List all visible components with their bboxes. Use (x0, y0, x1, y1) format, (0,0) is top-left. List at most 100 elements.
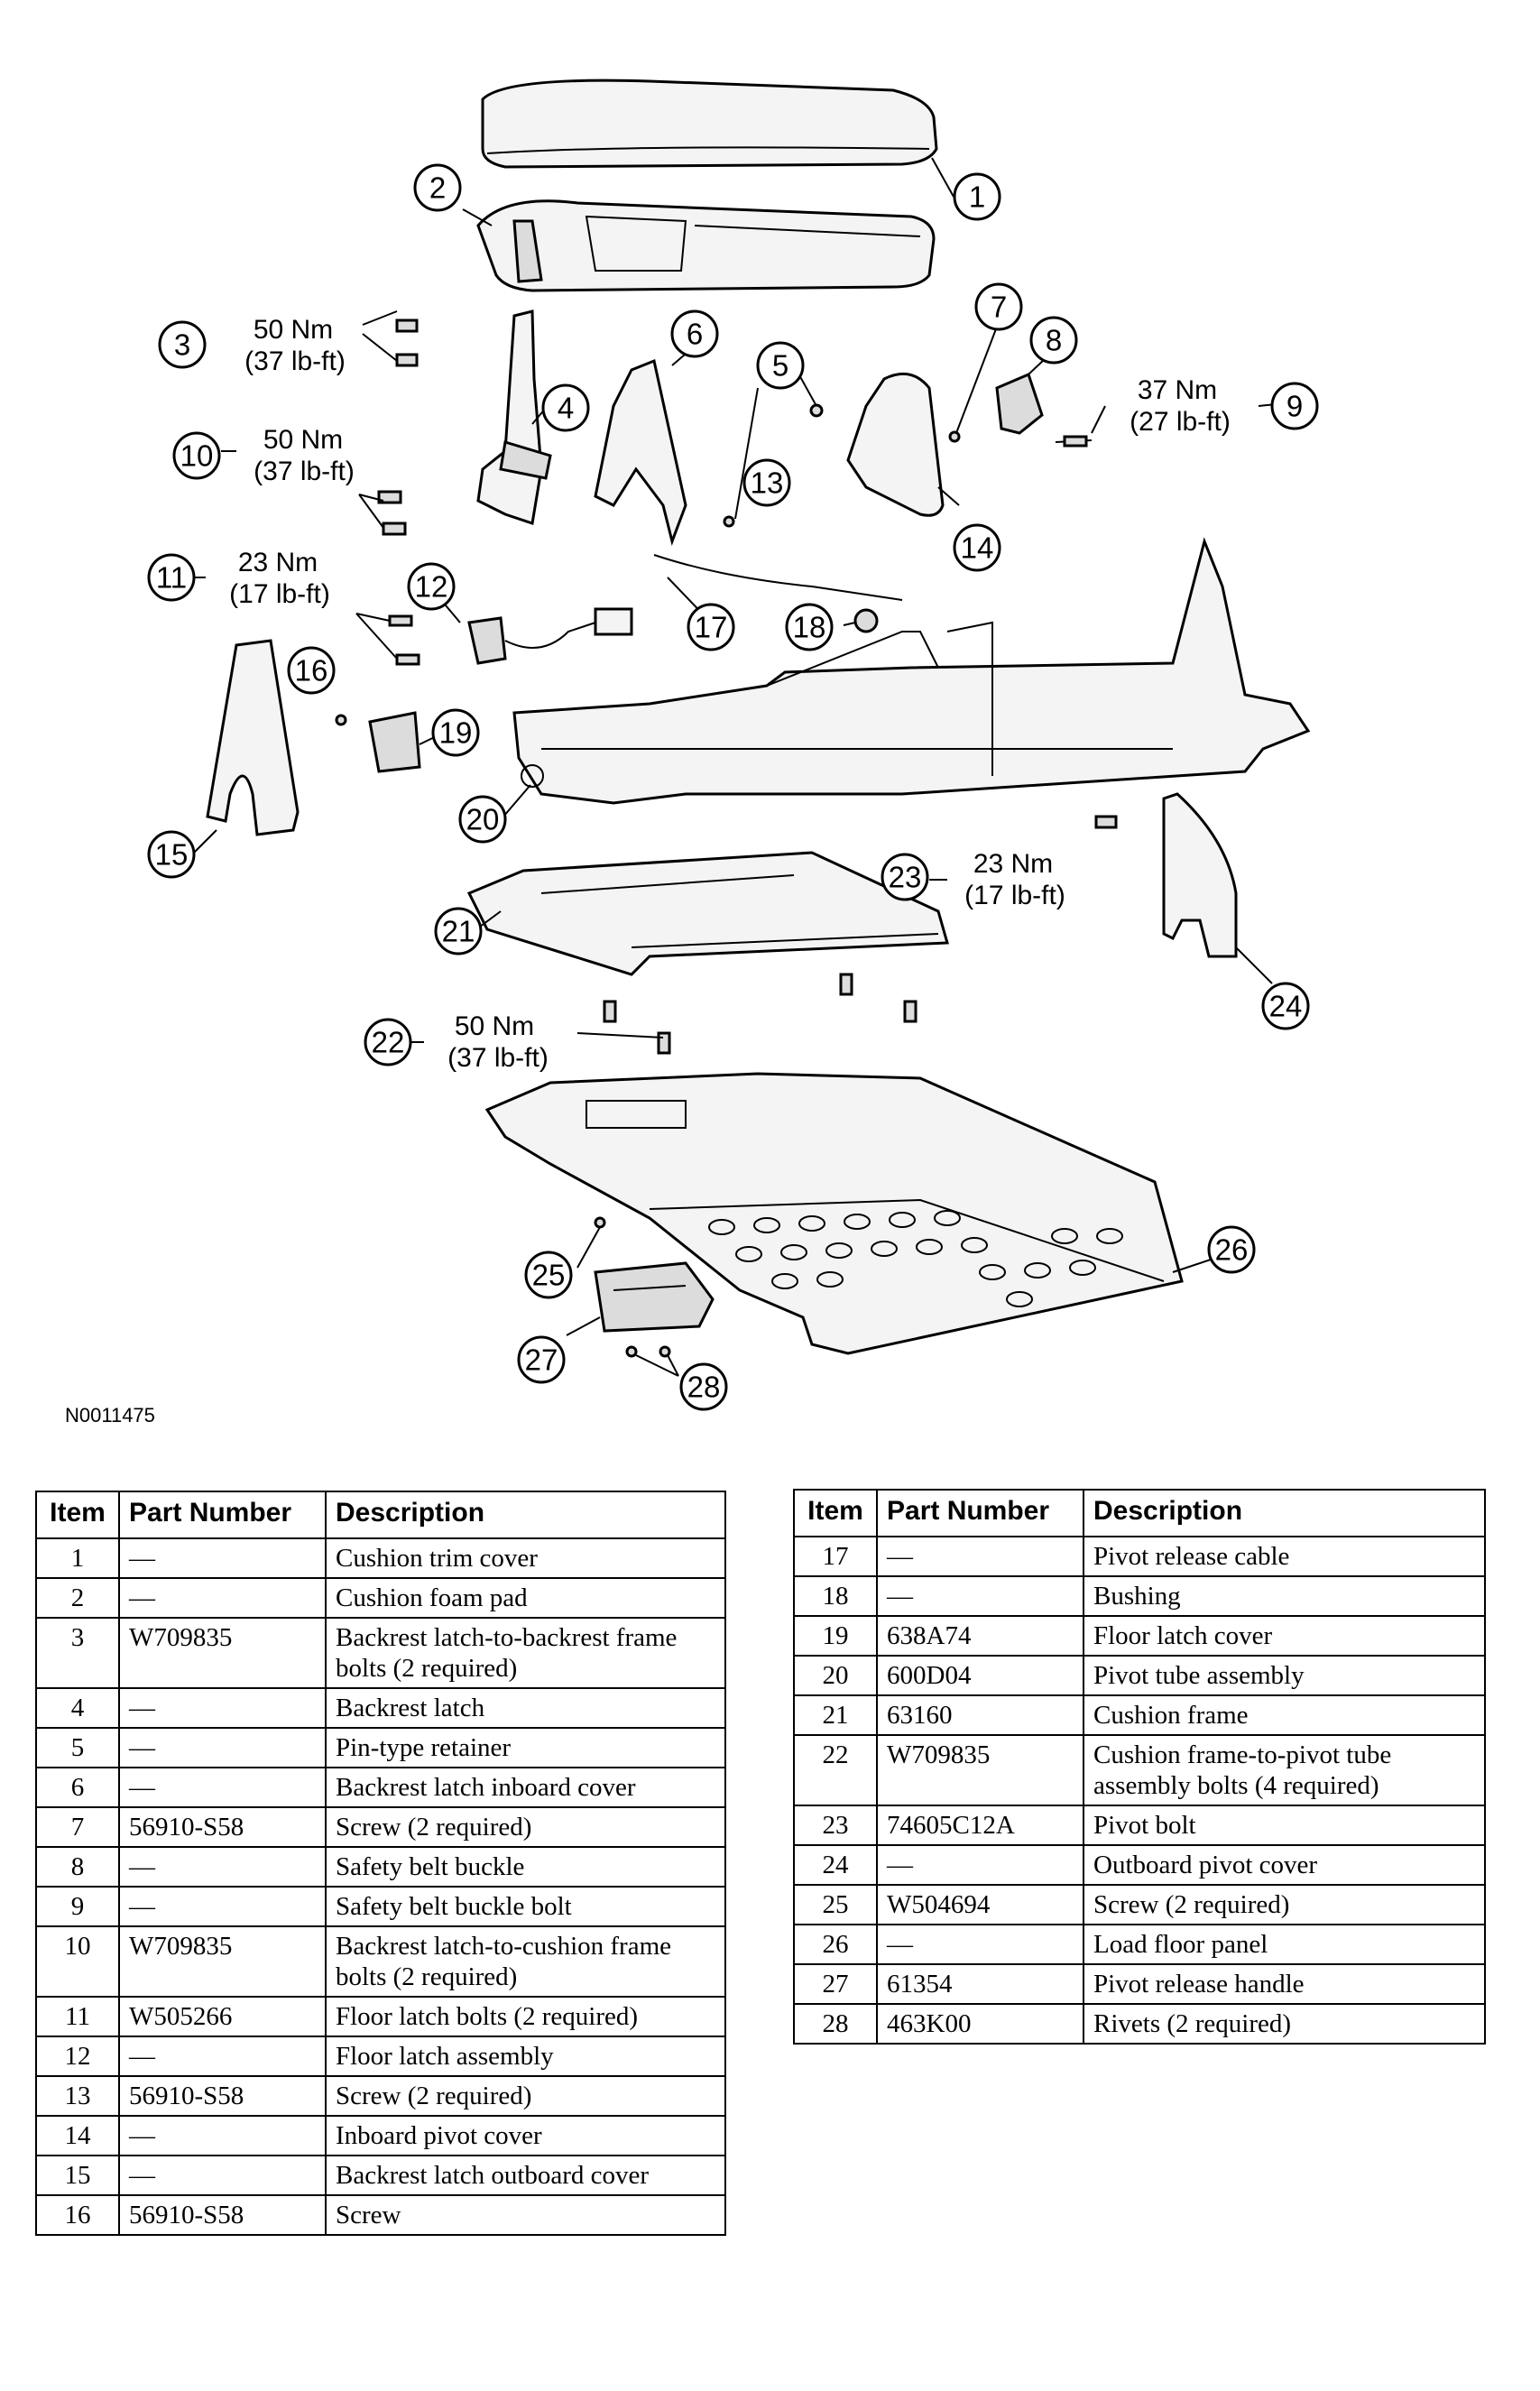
cell-description: Pivot release handle (1083, 1963, 1486, 2005)
cell-description: Pivot release cable (1083, 1536, 1486, 1577)
table-row: 18—Bushing (793, 1575, 1486, 1617)
cell-item: 20 (793, 1655, 878, 1696)
table-header-row: Item Part Number Description (35, 1491, 726, 1539)
cell-item: 12 (35, 2036, 120, 2077)
cell-part-number: 74605C12A (876, 1805, 1084, 1846)
cell-description: Cushion frame (1083, 1694, 1486, 1736)
callout-4: 4 (541, 383, 590, 432)
torque-spec-23: 23 Nm (17 lb-ft) (964, 849, 1065, 910)
cell-description: Cushion trim cover (325, 1537, 726, 1579)
cell-item: 11 (35, 1996, 120, 2037)
callout-23: 23 (881, 853, 929, 901)
cell-item: 2 (35, 1577, 120, 1619)
cell-item: 3 (35, 1617, 120, 1689)
cell-description: Backrest latch (325, 1687, 726, 1729)
cell-part-number: — (118, 1537, 327, 1579)
cell-part-number: — (118, 1767, 327, 1808)
cell-description: Safety belt buckle bolt (325, 1886, 726, 1927)
header-part-number: Part Number (118, 1491, 327, 1539)
svg-text:50 Nm: 50 Nm (455, 1011, 534, 1041)
cell-part-number: — (118, 1577, 327, 1619)
cell-item: 28 (793, 2003, 878, 2045)
figure-id: N0011475 (65, 1404, 155, 1426)
callout-3: 3 (158, 320, 207, 369)
svg-text:15: 15 (155, 838, 189, 872)
callout-12: 12 (407, 562, 456, 611)
cell-part-number: 56910-S58 (118, 1806, 327, 1848)
cell-description: Backrest latch-to-cushion frame bolts (2… (325, 1925, 726, 1998)
cell-part-number: W709835 (118, 1925, 327, 1998)
header-description: Description (325, 1491, 726, 1539)
callout-24: 24 (1261, 982, 1310, 1030)
svg-text:14: 14 (961, 531, 994, 565)
table-row: 5—Pin-type retainer (35, 1727, 726, 1768)
svg-text:8: 8 (1046, 324, 1062, 357)
cell-item: 6 (35, 1767, 120, 1808)
part-bushing (853, 608, 879, 633)
cell-description: Cushion frame-to-pivot tube assembly bol… (1083, 1734, 1486, 1806)
part-cushion-frame (466, 851, 949, 976)
cell-item: 26 (793, 1924, 878, 1965)
callout-28: 28 (679, 1362, 728, 1411)
cell-item: 17 (793, 1536, 878, 1577)
cell-part-number: W709835 (118, 1617, 327, 1689)
cell-description: Backrest latch inboard cover (325, 1767, 726, 1808)
cell-part-number: W709835 (876, 1734, 1084, 1806)
cell-part-number: — (118, 1687, 327, 1729)
cell-item: 13 (35, 2075, 120, 2117)
table-row: 9—Safety belt buckle bolt (35, 1886, 726, 1927)
cell-description: Inboard pivot cover (325, 2115, 726, 2156)
cell-part-number: 56910-S58 (118, 2075, 327, 2117)
svg-text:27: 27 (525, 1343, 558, 1377)
cell-description: Pin-type retainer (325, 1727, 726, 1768)
cell-item: 23 (793, 1805, 878, 1846)
callout-14: 14 (953, 523, 1001, 572)
table-row: 14—Inboard pivot cover (35, 2115, 726, 2156)
callout-26: 26 (1207, 1225, 1256, 1274)
cell-item: 16 (35, 2194, 120, 2236)
cell-description: Screw (2 required) (325, 1806, 726, 1848)
cell-part-number: W505266 (118, 1996, 327, 2037)
cell-description: Pivot bolt (1083, 1805, 1486, 1846)
cell-part-number: — (118, 2155, 327, 2196)
part-pivot-tube-assembly (512, 537, 1311, 805)
callout-10: 10 (172, 431, 221, 480)
svg-text:22: 22 (372, 1026, 405, 1059)
svg-text:50 Nm: 50 Nm (254, 315, 333, 345)
cell-part-number: — (118, 1886, 327, 1927)
part-floor-latch-assembly (467, 607, 633, 665)
cell-part-number: 63160 (876, 1694, 1084, 1736)
callout-1: 1 (953, 172, 1001, 221)
table-row: 6—Backrest latch inboard cover (35, 1767, 726, 1808)
cell-description: Cushion foam pad (325, 1577, 726, 1619)
part-outboard-pivot-cover (1162, 792, 1238, 958)
cell-description: Screw (2 required) (1083, 1884, 1486, 1925)
cell-part-number: — (876, 1575, 1084, 1617)
callout-21: 21 (434, 907, 483, 955)
part-cushion-foam-pad (476, 199, 936, 292)
callout-16: 16 (287, 646, 336, 695)
svg-text:(37 lb-ft): (37 lb-ft) (447, 1043, 549, 1073)
cell-part-number: — (876, 1844, 1084, 1886)
table-row: 17—Pivot release cable (793, 1536, 1486, 1577)
callout-19: 19 (431, 708, 480, 757)
svg-text:19: 19 (439, 716, 473, 750)
svg-text:7: 7 (991, 291, 1007, 324)
svg-text:(17 lb-ft): (17 lb-ft) (964, 881, 1065, 910)
cell-item: 25 (793, 1884, 878, 1925)
callout-9: 9 (1270, 382, 1319, 430)
part-safety-belt-buckle (995, 372, 1093, 443)
cell-description: Rivets (2 required) (1083, 2003, 1486, 2045)
fasteners (335, 318, 1118, 1358)
parts-table-right: Item Part Number Description 17—Pivot re… (793, 1489, 1486, 2045)
exploded-parts-diagram: 50 Nm (37 lb-ft) 50 Nm (37 lb-ft) 23 Nm … (147, 78, 1319, 1411)
svg-text:11: 11 (156, 561, 187, 595)
cell-description: Floor latch bolts (2 required) (325, 1996, 726, 2037)
torque-spec-22: 50 Nm (37 lb-ft) (447, 1011, 549, 1073)
